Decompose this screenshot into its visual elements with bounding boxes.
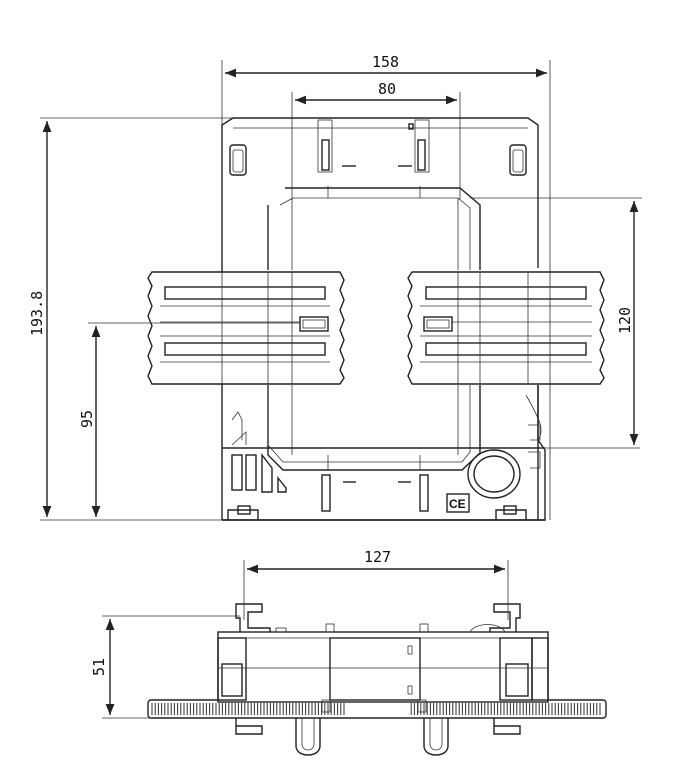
core-window: [267, 186, 481, 471]
right-clamp: [407, 271, 605, 385]
dim-120: 120: [470, 197, 642, 445]
top-view: CE 158 80 193.8 95: [28, 53, 642, 521]
dim-label-window-width: 80: [378, 80, 396, 98]
dim-80: 80: [291, 80, 461, 200]
dim-label-clamp-height: 120: [616, 307, 634, 334]
dim-193-8: 193.8: [28, 117, 232, 521]
dim-95: 95: [78, 322, 300, 517]
dim-label-overall-width: 158: [372, 53, 399, 71]
dim-label-side-height: 51: [90, 658, 108, 676]
dim-127: 127: [243, 548, 509, 620]
dim-label-center-height: 95: [78, 410, 96, 428]
dim-label-mount-spacing: 127: [364, 548, 391, 566]
dim-51: 51: [90, 615, 240, 719]
terminal-area: CE: [222, 394, 640, 520]
side-view: 127 51: [90, 548, 607, 756]
top-mount-slots: [317, 119, 430, 173]
dim-label-overall-height: 193.8: [28, 291, 46, 336]
side-body: [217, 631, 549, 703]
dim-158: 158: [221, 53, 551, 520]
ce-mark: CE: [449, 497, 466, 511]
corner-tabs: [229, 144, 527, 176]
base-plate: [147, 699, 607, 719]
left-clamp: [147, 271, 345, 385]
